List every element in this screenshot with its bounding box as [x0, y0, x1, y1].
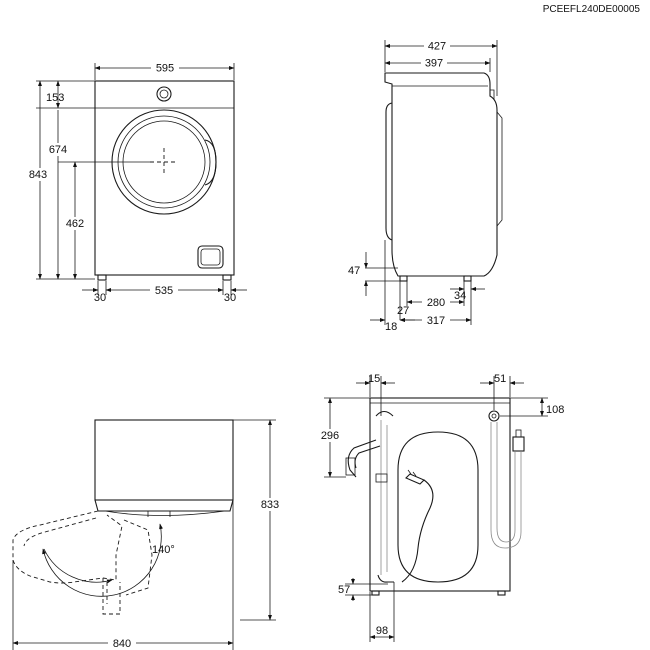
front-view: 595 153 843 674 462 30 535 30	[25, 61, 247, 304]
front-foot-left	[97, 274, 107, 281]
rear-top-offset-label: 108	[546, 404, 564, 416]
front-door-lower-label: 462	[66, 218, 84, 230]
label-bg	[44, 143, 72, 156]
open-door-outline	[12, 510, 123, 584]
rear-left-hose-label: 15	[368, 373, 380, 385]
filter-cover-inner	[200, 248, 221, 266]
label-bg	[422, 296, 450, 309]
side-front-inset-label: 18	[385, 321, 397, 333]
drain-hose-clip	[375, 473, 388, 483]
rear-foot-right	[497, 590, 506, 596]
power-plug	[405, 473, 425, 485]
front-total-height-label: 843	[29, 169, 47, 181]
inlet-valve-center	[491, 413, 497, 419]
door-handle	[204, 139, 217, 186]
side-foot-front	[399, 275, 408, 282]
front-foot-right	[222, 274, 232, 281]
side-rear-foot-label: 34	[454, 290, 466, 302]
drain-hose-top	[375, 410, 394, 417]
top-view-door-front	[104, 510, 226, 516]
label-bg	[150, 284, 178, 297]
label-bg	[317, 429, 343, 442]
rear-body-outline	[369, 397, 511, 592]
program-knob-inner	[159, 89, 169, 99]
rear-hose-height-label: 296	[321, 430, 339, 442]
inlet-hose	[490, 422, 522, 549]
drain-hose-bottom	[377, 574, 394, 583]
side-depth-to-foot-label: 317	[427, 315, 445, 327]
drain-hose-body	[380, 420, 388, 575]
label-bg	[25, 168, 51, 181]
side-back-edge	[490, 89, 495, 100]
side-body-depth-label: 397	[425, 58, 443, 70]
label-bg	[151, 61, 179, 74]
rear-foot-left	[371, 590, 380, 596]
drain-hose-bend	[347, 439, 381, 478]
side-body-outline	[384, 72, 498, 277]
side-back-panel	[496, 111, 503, 227]
label-bg	[424, 39, 450, 52]
front-body-outline	[94, 80, 235, 276]
inlet-hose-connector	[512, 436, 525, 452]
angle-arc-lower	[43, 548, 113, 584]
angle-arc	[42, 523, 163, 597]
rear-right-hose-label: 51	[494, 373, 506, 385]
front-top-offset-label: 153	[46, 92, 64, 104]
inlet-hose-tip	[515, 429, 522, 438]
open-door-inner	[23, 517, 97, 547]
drain-hose-end	[345, 457, 356, 476]
side-front-offset-label: 27	[397, 305, 409, 317]
label-bg	[421, 56, 447, 69]
label-bg	[257, 498, 283, 511]
rear-drain-offset-label: 98	[376, 625, 388, 637]
power-cable	[401, 479, 434, 583]
door-open-width-label: 840	[113, 638, 131, 650]
inlet-valve	[488, 410, 500, 422]
filter-cover	[197, 245, 224, 269]
label-bg	[62, 217, 88, 230]
front-left-foot-label: 30	[94, 292, 106, 304]
rear-bottom-offset-label: 57	[338, 584, 350, 596]
side-foot-height-label: 47	[348, 265, 360, 277]
top-view-body	[94, 419, 234, 501]
front-width-label: 595	[156, 63, 174, 75]
side-foot-span-label: 280	[427, 297, 445, 309]
front-foot-span-label: 535	[155, 285, 173, 297]
power-plug-pins	[407, 469, 417, 477]
document-code: PCEEFL240DE00005	[543, 4, 641, 15]
label-bg	[422, 314, 450, 327]
top-view-front-base	[94, 499, 234, 512]
side-total-depth-label: 427	[428, 41, 446, 53]
door-view-height-label: 833	[261, 499, 279, 511]
door-angle-label: 140°	[152, 544, 175, 556]
front-right-foot-label: 30	[224, 292, 236, 304]
label-bg	[108, 637, 136, 650]
program-knob	[156, 86, 172, 102]
side-foot-rear	[463, 275, 472, 282]
rear-access-panel	[397, 431, 479, 583]
door-opening-view: 140° 833 840	[12, 419, 283, 650]
front-door-center-label: 674	[49, 144, 67, 156]
rear-view: 15 51 108 296 57 98	[317, 373, 564, 642]
side-door-profile	[385, 102, 393, 241]
side-view: 427 397 47 280 34 27 18 317	[348, 39, 503, 333]
